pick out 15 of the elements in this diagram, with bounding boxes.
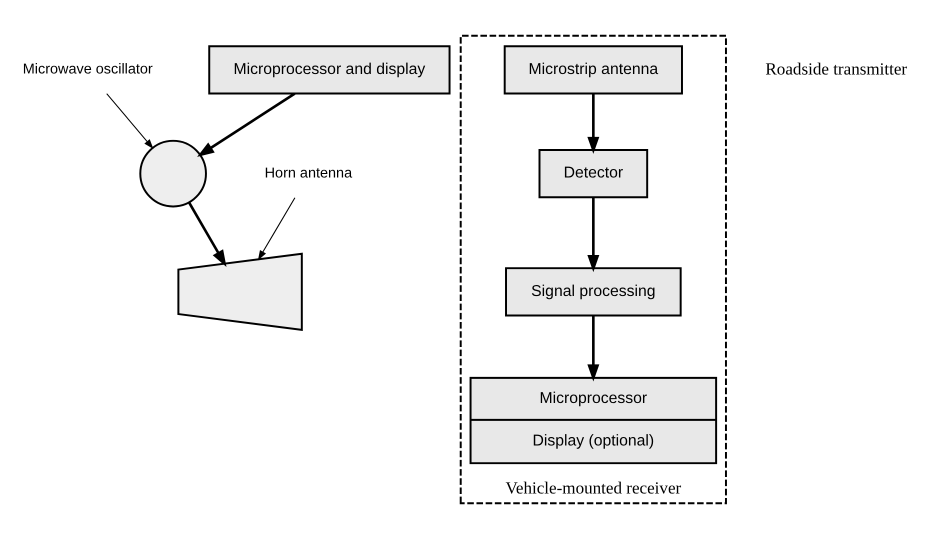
node-horn xyxy=(177,252,303,331)
arrow xyxy=(587,197,600,272)
label: Roadside transmitter xyxy=(765,58,908,78)
arrow xyxy=(587,93,600,154)
node-text: Horn antenna xyxy=(264,164,352,181)
node-box: Detector xyxy=(538,148,648,198)
arrow xyxy=(197,92,296,156)
arrow xyxy=(587,315,600,381)
node-box: Microstrip antenna xyxy=(504,44,683,94)
arrow xyxy=(106,92,154,149)
node-box: Microprocessor and display xyxy=(208,44,451,94)
arrow xyxy=(258,197,296,260)
arrow xyxy=(188,202,226,267)
node-box: Signal processing xyxy=(505,266,682,316)
node-text: Microwave oscillator xyxy=(22,61,153,78)
